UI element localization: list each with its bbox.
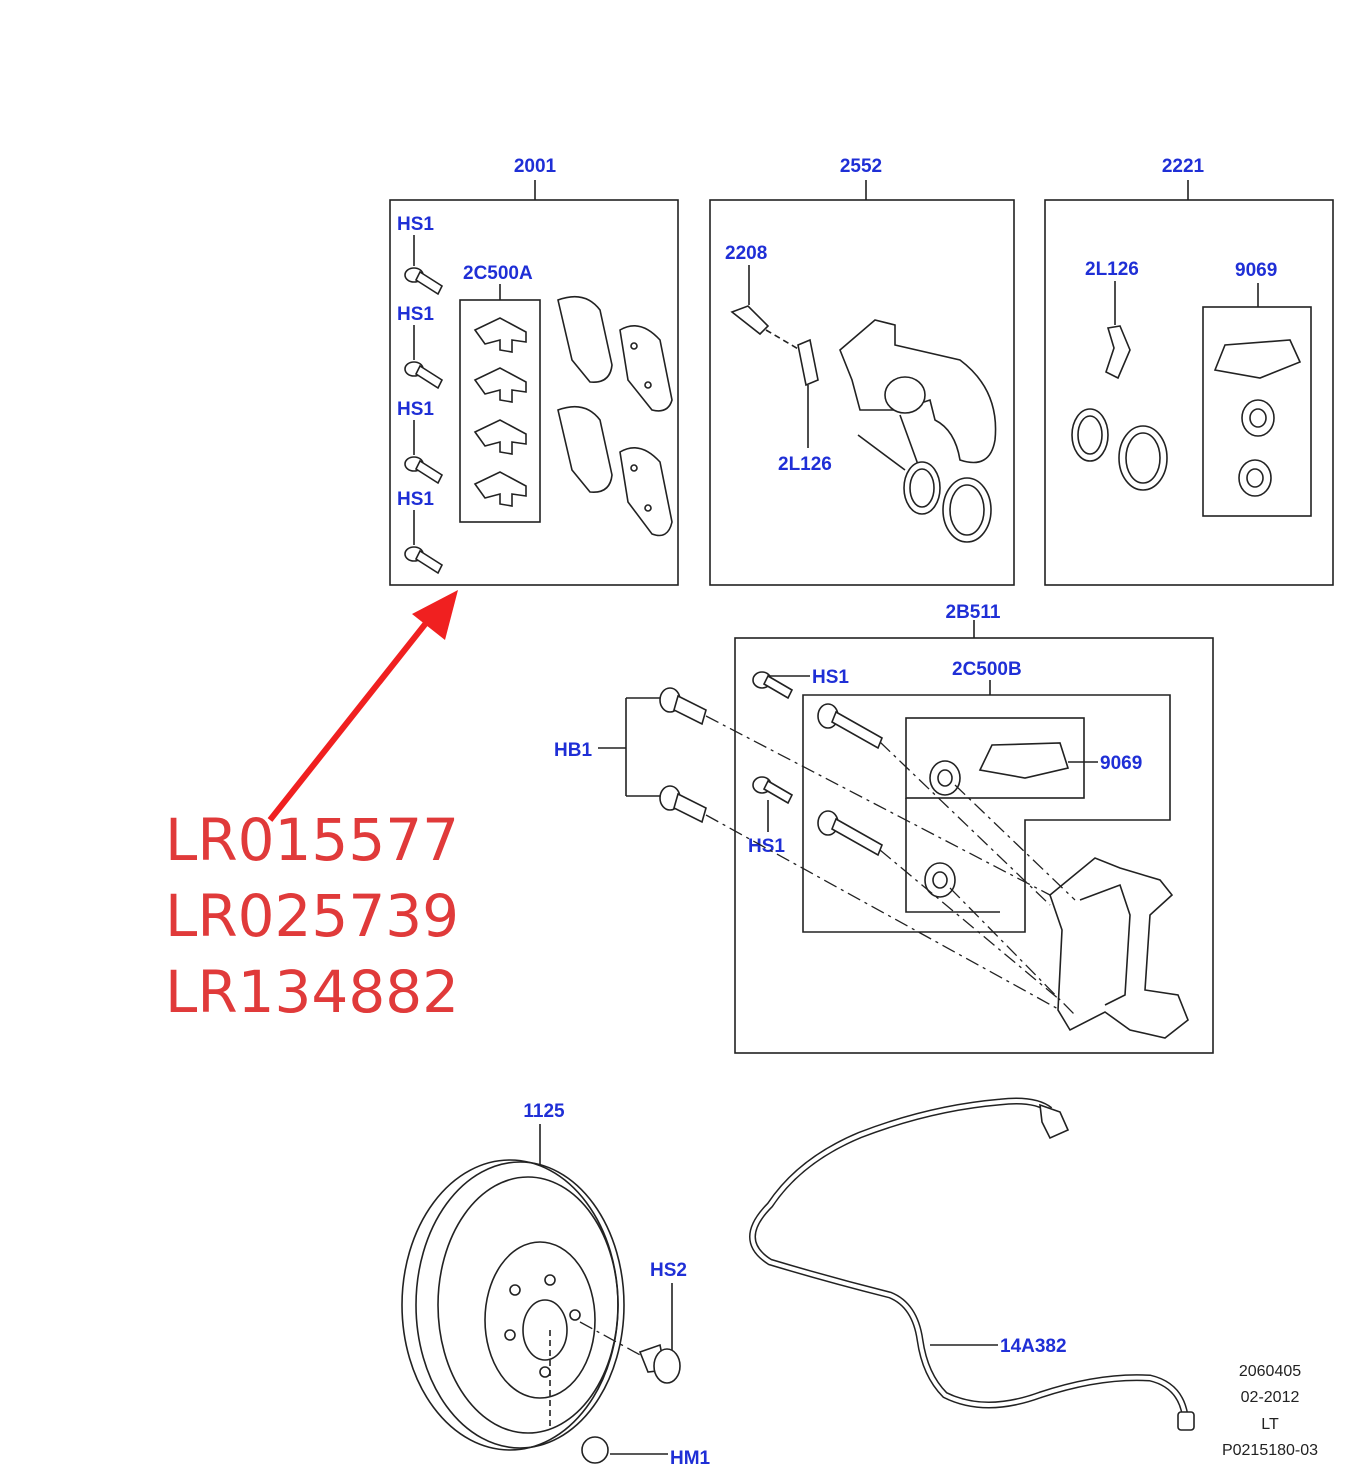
- callout-hs1: HS1: [748, 836, 785, 857]
- bracket-2l126: [797, 338, 819, 387]
- callout-2l126: 2L126: [778, 454, 832, 475]
- bleed-screw: [730, 305, 770, 336]
- hs1-screw-3: HS1: [397, 399, 444, 485]
- callout-14a382: 14A382: [1000, 1336, 1067, 1357]
- drawing-number: 2060405: [1239, 1363, 1301, 1380]
- sensor-connector: [1039, 1103, 1070, 1140]
- part-number: LR134882: [165, 958, 459, 1026]
- group-2001-frame: [389, 199, 679, 586]
- callout-hs1: HS1: [397, 304, 434, 325]
- callout-2c500a: 2C500A: [463, 263, 533, 284]
- hs1-screw-4: HS1: [397, 489, 444, 575]
- drawing-date: 02-2012: [1241, 1389, 1300, 1406]
- callout-2l126: 2L126: [1085, 259, 1139, 280]
- part-number-list: LR015577 LR025739 LR134882: [165, 806, 459, 1026]
- sensor-probe: [1177, 1411, 1195, 1431]
- hs2-screw: HS2: [579, 1260, 687, 1384]
- boot-2: [1238, 459, 1272, 497]
- callout-hs1: HS1: [397, 399, 434, 420]
- group-2552: 2552 2208 2L126: [709, 156, 1015, 586]
- hs1-screw-2: HS1: [397, 304, 444, 390]
- boot-1: [1241, 399, 1275, 437]
- callout-hs1: HS1: [812, 667, 849, 688]
- callout-9069: 9069: [1100, 753, 1142, 774]
- bracket-2l126: [1105, 325, 1131, 380]
- brake-disc-1125: 1125: [401, 1101, 625, 1451]
- callout-hb1: HB1: [554, 740, 592, 761]
- callout-2001: 2001: [514, 156, 557, 177]
- grease-packet: [1213, 339, 1302, 379]
- brake-pads: [557, 295, 673, 537]
- callout-hs2: HS2: [650, 1260, 687, 1281]
- callout-2208: 2208: [725, 243, 767, 264]
- callout-2b511: 2B511: [946, 602, 1001, 623]
- callout-hm1: HM1: [670, 1448, 711, 1469]
- group-2221: 2221 2L126 9069: [1044, 156, 1334, 586]
- callout-2221: 2221: [1162, 156, 1205, 177]
- hb1-bolts: HB1: [554, 687, 1061, 1011]
- seal-ring-2: [942, 477, 992, 543]
- wear-sensor-14a382: 14A382: [749, 1097, 1195, 1431]
- carrier-bracket: [1049, 857, 1189, 1039]
- drawing-code: LT: [1261, 1416, 1279, 1433]
- callout-9069: 9069: [1235, 260, 1277, 281]
- part-number: LR015577: [165, 806, 459, 874]
- callout-hs1: HS1: [397, 214, 434, 235]
- hs1-screw-1: HS1: [397, 214, 444, 296]
- group-2221-frame: [1044, 199, 1334, 586]
- group-2b511: 2B511 2C500B 9069 HS1 HS1: [734, 602, 1214, 1054]
- group-2001: 2001 HS1 HS1 HS1 HS1 2C500A: [389, 156, 679, 586]
- callout-2c500b: 2C500B: [952, 659, 1022, 680]
- drawing-info: 2060405 02-2012 LT P0215180-03: [1222, 1363, 1318, 1459]
- callout-hs1: HS1: [397, 489, 434, 510]
- callout-2552: 2552: [840, 156, 882, 177]
- red-arrow: [267, 590, 458, 822]
- grease-packet: [978, 742, 1070, 779]
- callout-1125: 1125: [523, 1101, 565, 1122]
- hm1-nut: HM1: [581, 1436, 711, 1469]
- clip-kit-2c500a: 2C500A: [459, 263, 541, 523]
- group-2552-frame: [709, 199, 1015, 586]
- drawing-reference: P0215180-03: [1222, 1442, 1318, 1459]
- part-number: LR025739: [165, 882, 459, 950]
